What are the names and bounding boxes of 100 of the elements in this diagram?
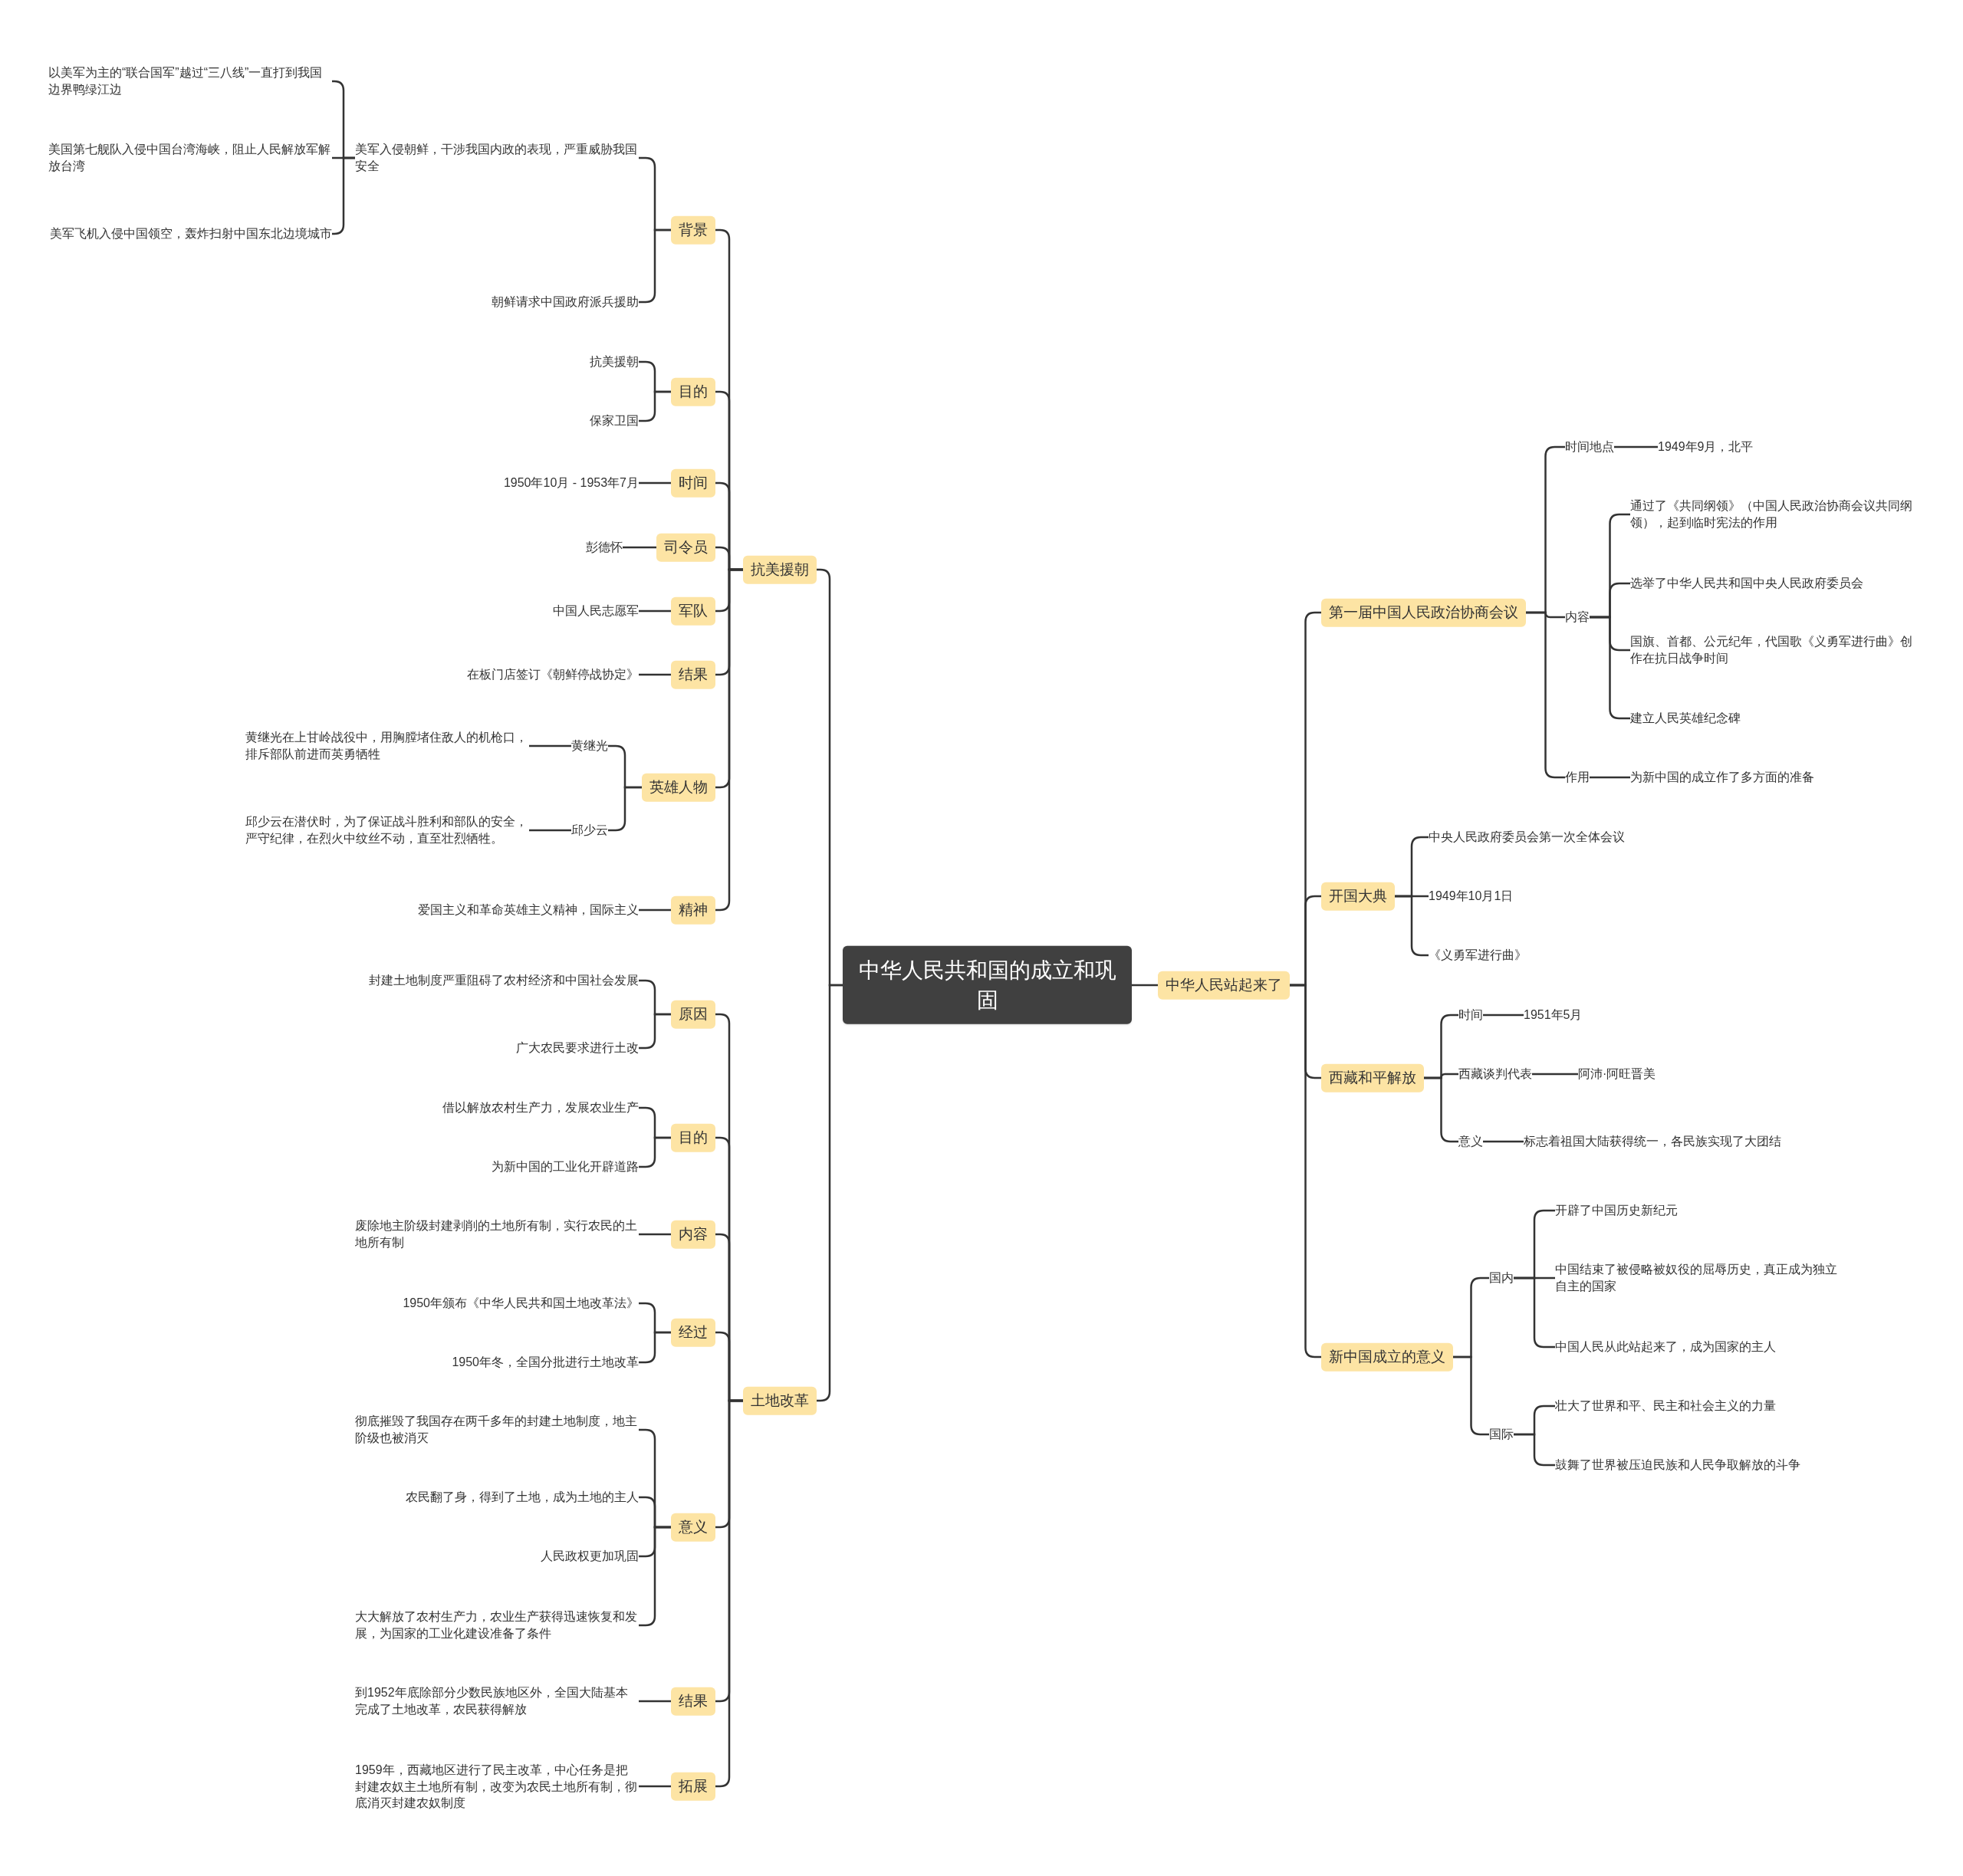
branch-text: 建立人民英雄纪念碑: [1630, 711, 1741, 727]
topic-label: 军队: [679, 601, 708, 620]
connector-line: [529, 829, 571, 832]
branch-text: 封建土地制度严重阻碍了农村经济和中国社会发展: [369, 973, 639, 989]
connector-line: [1590, 776, 1630, 779]
branch-text: 壮大了世界和平、民主和社会主义的力量: [1555, 1398, 1776, 1414]
topic-box: [671, 468, 715, 498]
branch-text: 中国人民志愿军: [553, 603, 639, 619]
topic-label: 时间: [679, 473, 708, 492]
topic-box: [671, 1772, 715, 1801]
topic-box: [671, 660, 715, 689]
branch-text: 阿沛·阿旺晋美: [1578, 1066, 1656, 1083]
topic-label: 新中国成立的意义: [1329, 1347, 1445, 1366]
connector-line: [1132, 984, 1158, 987]
connector-line: [1514, 1433, 1555, 1467]
topic-box: [671, 1123, 715, 1152]
topic-label: 经过: [679, 1322, 708, 1342]
branch-text: 鼓舞了世界被压迫民族和人民争取解放的斗争: [1555, 1457, 1800, 1474]
branch-text: 黄继光: [571, 738, 608, 754]
connector-line: [623, 546, 656, 549]
branch-text: 通过了《共同纲领》（中国人民政治协商会议共同纲领），起到临时宪法的作用: [1630, 498, 1913, 531]
topic-label: 拓展: [679, 1776, 708, 1796]
topic-label: 意义: [679, 1517, 708, 1536]
branch-text: 国旗、首都、公元纪年，代国歌《义勇军进行曲》创作在抗日战争时间: [1630, 634, 1913, 666]
topic-box: [1158, 971, 1290, 1000]
topic-box: [671, 895, 715, 925]
branch-text: 时间地点: [1565, 439, 1614, 455]
topic-box: [743, 1386, 817, 1415]
topic-box: [671, 1687, 715, 1716]
topic-label: 目的: [679, 382, 708, 401]
topic-label: 精神: [679, 900, 708, 919]
branch-text: 时间: [1458, 1007, 1483, 1023]
topic-box: [671, 1318, 715, 1347]
topic-label: 开国大典: [1329, 886, 1387, 905]
branch-text: 内容: [1565, 609, 1590, 626]
topic-label: 结果: [679, 1691, 708, 1710]
connector-line: [715, 1399, 743, 1788]
topic-box: [1321, 882, 1395, 911]
connector-line: [639, 390, 671, 422]
branch-text: 1950年10月 - 1953年7月: [503, 475, 639, 491]
topic-label: 中华人民站起来了: [1166, 975, 1282, 994]
branch-text: 西藏谈判代表: [1458, 1066, 1532, 1083]
topic-box: [671, 377, 715, 406]
topic-box: [671, 1220, 715, 1249]
connector-line: [1483, 1014, 1524, 1017]
branch-text: 中国人民从此站起来了，成为国家的主人: [1555, 1339, 1776, 1355]
connector-line: [639, 609, 671, 613]
connector-line: [639, 1331, 671, 1364]
connector-line: [1424, 1076, 1458, 1143]
topic-label: 西藏和平解放: [1329, 1068, 1416, 1087]
branch-text: 大大解放了农村生产力，农业生产获得迅速恢复和发展，为国家的工业化建设准备了条件: [355, 1609, 638, 1641]
topic-box: [642, 773, 715, 802]
branch-text: 意义: [1458, 1134, 1483, 1150]
branch-text: 废除地主阶级封建剥削的土地所有制，实行农民的土地所有制: [355, 1218, 638, 1250]
branch-text: 标志着祖国大陆获得统一，各民族实现了大团结: [1524, 1134, 1781, 1150]
topic-box: [1321, 1063, 1424, 1092]
connector-line: [529, 744, 571, 747]
branch-text: 彭德怀: [586, 540, 623, 556]
branch-text: 1949年9月，北平: [1658, 439, 1754, 455]
branch-text: 广大农民要求进行土改: [516, 1040, 639, 1056]
branch-text: 借以解放农村生产力，发展农业生产: [442, 1100, 639, 1116]
connector-line: [1483, 1140, 1524, 1143]
connector-line: [639, 1013, 671, 1050]
connector-line: [639, 908, 671, 912]
branch-text: 美国第七舰队入侵中国台湾海峡，阻止人民解放军解放台湾: [48, 142, 331, 174]
branch-text: 开辟了中国历史新纪元: [1555, 1203, 1678, 1219]
branch-text: 保家卫国: [590, 413, 639, 429]
branch-text: 选举了中华人民共和国中央人民政府委员会: [1630, 576, 1863, 592]
topic-box: [671, 1513, 715, 1542]
branch-text: 黄继光在上甘岭战役中，用胸膛堵住敌人的机枪口，排斥部队前进而英勇牺牲: [245, 730, 528, 762]
branch-text: 为新中国的成立作了多方面的准备: [1630, 770, 1814, 786]
topic-label: 英雄人物: [649, 777, 708, 797]
branch-text: 朝鲜请求中国政府派兵援助: [492, 294, 639, 310]
branch-text: 国际: [1489, 1427, 1514, 1443]
connector-line: [1453, 1355, 1489, 1436]
connector-line: [639, 1785, 671, 1788]
branch-text: 抗美援朝: [590, 354, 639, 370]
branch-text: 农民翻了身，得到了土地，成为土地的主人: [406, 1490, 639, 1506]
branch-text: 1951年5月: [1524, 1007, 1583, 1023]
branch-text: 到1952年底除部分少数民族地区外，全国大陆基本完成了土地改革，农民获得解放: [355, 1685, 629, 1717]
branch-text: 以美军为主的“联合国军”越过“三八线”一直打到我国边界鸭绿江边: [48, 65, 324, 97]
connector-line: [1290, 984, 1321, 1359]
connector-line: [1526, 611, 1565, 779]
topic-label: 土地改革: [751, 1391, 809, 1410]
branch-text: 中国结束了被侵略被奴役的屈辱历史，真正成为独立自主的国家: [1555, 1262, 1838, 1294]
topic-label: 司令员: [664, 537, 708, 557]
topic-box: [1321, 1342, 1453, 1372]
branch-text: 作用: [1565, 770, 1590, 786]
connector-line: [639, 481, 671, 485]
connector-line: [1532, 1073, 1578, 1076]
topic-label: 原因: [679, 1004, 708, 1023]
topic-label: 背景: [679, 220, 708, 239]
branch-text: 为新中国的工业化开辟道路: [492, 1159, 639, 1175]
root-topic-label: 中华人民共和国的成立和巩固: [857, 957, 1117, 1014]
branch-text: 中央人民政府委员会第一次全体会议: [1429, 830, 1625, 846]
branch-text: 邱少云: [571, 823, 608, 839]
branch-text: 国内: [1489, 1270, 1514, 1286]
topic-box: [656, 533, 715, 562]
branch-text: 1950年颁布《中华人民共和国土地改革法》: [403, 1296, 639, 1312]
connector-line: [639, 1136, 671, 1168]
